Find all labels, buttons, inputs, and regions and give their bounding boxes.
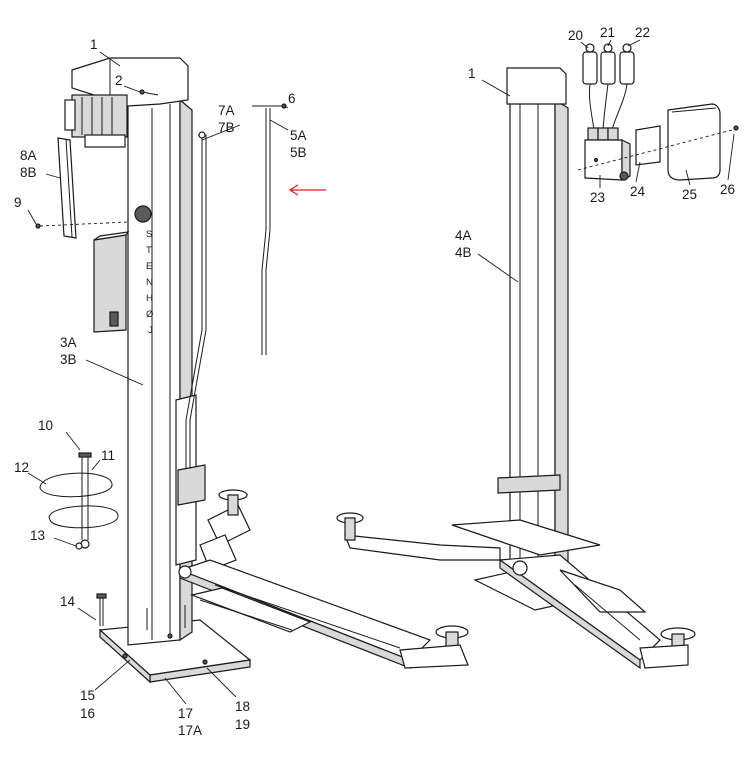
solenoid-21: [600, 51, 616, 85]
brand-letter: J: [148, 325, 153, 336]
part-labels: 1 2 7A 7B 6 5A 5B 8A 8B 9 3A 3B 10 11 12…: [14, 25, 735, 738]
red-arrow: [288, 184, 326, 196]
label-16: 16: [80, 706, 95, 721]
label-10: 10: [38, 418, 53, 433]
valve-assembly: [577, 43, 739, 181]
label-15: 15: [80, 688, 95, 703]
label-23: 23: [590, 190, 605, 205]
label-20: 20: [568, 28, 583, 43]
left-top-cap: [71, 57, 189, 107]
brand-letter: E: [146, 261, 152, 272]
label-21: 21: [600, 25, 615, 40]
brand-text: S T E N H Ø J: [146, 229, 154, 336]
label-1-left: 1: [90, 37, 98, 52]
label-4a: 4A: [455, 228, 472, 243]
label-3b: 3B: [60, 352, 77, 367]
brand-letter: Ø: [146, 309, 154, 320]
label-2: 2: [115, 73, 123, 88]
left-column-assembly: [35, 57, 469, 684]
leader-lines: [27, 39, 735, 705]
plate-24: [635, 125, 661, 166]
label-24: 24: [630, 184, 646, 199]
arm-lock-spring: [39, 472, 113, 498]
label-13: 13: [30, 528, 45, 543]
label-14: 14: [60, 594, 76, 609]
label-3a: 3A: [60, 335, 77, 350]
label-7b: 7B: [218, 120, 235, 135]
brand-letter: N: [146, 277, 153, 288]
label-8b: 8B: [20, 165, 37, 180]
solenoid-22: [619, 51, 635, 85]
right-arm-short: [344, 534, 501, 561]
right-column-body: [509, 99, 556, 576]
right-column-assembly: [336, 67, 696, 670]
label-6: 6: [288, 91, 296, 106]
label-5b: 5B: [290, 145, 307, 160]
cover-25: [667, 103, 721, 181]
label-11: 11: [101, 448, 115, 463]
label-19: 19: [235, 717, 250, 732]
label-25: 25: [682, 187, 697, 202]
label-1-right: 1: [468, 66, 476, 81]
left-column-body: [127, 99, 181, 646]
brand-letter: T: [146, 245, 152, 256]
equalizer-cable-5: [252, 103, 287, 355]
label-4b: 4B: [455, 245, 472, 260]
label-22: 22: [635, 25, 650, 40]
label-18: 18: [235, 699, 250, 714]
brand-logo: [134, 205, 152, 223]
label-9: 9: [14, 195, 22, 210]
label-17a: 17A: [178, 723, 202, 738]
label-5a: 5A: [290, 128, 307, 143]
brand-letter: H: [146, 293, 153, 304]
motor: [71, 94, 128, 138]
brand-letter: S: [146, 229, 152, 240]
label-7a: 7A: [218, 103, 235, 118]
label-26: 26: [720, 182, 735, 197]
solenoid-20: [582, 51, 598, 85]
label-12: 12: [14, 460, 29, 475]
label-8a: 8A: [20, 148, 37, 163]
label-17: 17: [178, 706, 193, 721]
valve-block-23: [584, 139, 623, 181]
right-top-cap: [506, 67, 567, 105]
